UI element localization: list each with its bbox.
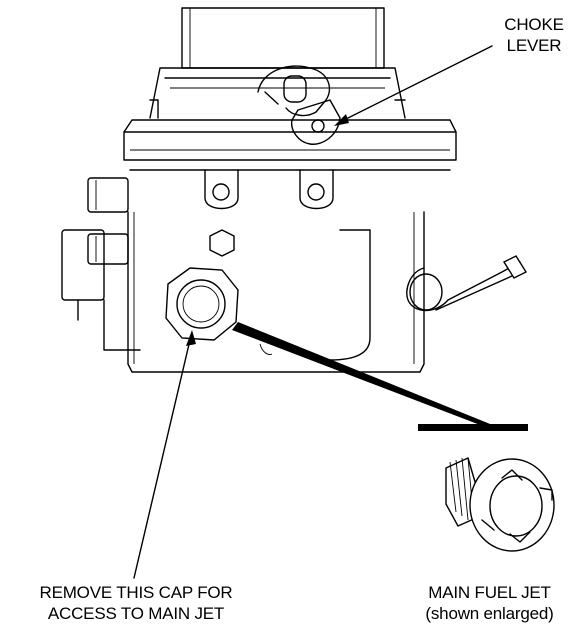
remove-cap-leader-arrow [133,330,196,579]
choke-lever-label: CHOKE LEVER [488,14,580,56]
remove-cap-label-line-2: ACCESS TO MAIN JET [47,604,225,623]
main-body [127,211,425,373]
choke-leader-arrow [334,45,493,126]
remove-cap-label-line-1: REMOVE THIS CAP FOR [39,583,233,602]
air-intake-box [181,7,385,69]
mounting-tabs [204,169,334,210]
enlargement-wedge [232,322,528,431]
main-fuel-jet-label: MAIN FUEL JET (shown enlarged) [394,582,585,624]
choke-label-line-2: LEVER [506,36,562,55]
main-jet-label-line-1: MAIN FUEL JET [428,583,551,602]
choke-label-line-1: CHOKE [504,15,564,34]
flange-plate [123,119,457,171]
main-jet-label-line-2: (shown enlarged) [425,604,554,623]
fuel-inlet [406,255,528,312]
remove-cap-label: REMOVE THIS CAP FOR ACCESS TO MAIN JET [0,582,272,624]
hex-nut [209,229,235,257]
main-fuel-jet-enlarged [445,457,555,552]
upper-body [149,67,406,119]
main-jet-cap [165,267,239,341]
